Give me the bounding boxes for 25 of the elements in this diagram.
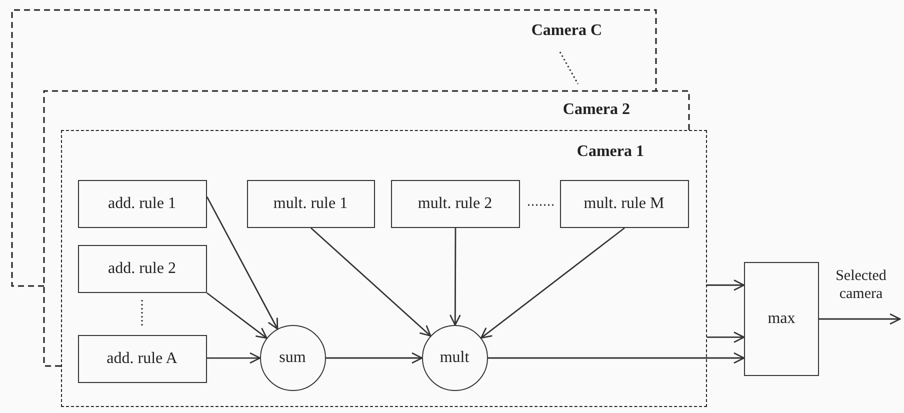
arrow [449,228,461,326]
operator-label: sum [279,348,306,366]
box-label: add. rule 2 [108,260,176,278]
arrow [310,227,432,337]
arrow [488,352,745,364]
arrow [707,279,745,291]
arrow [207,352,261,364]
box-label: max [768,310,796,328]
box-label: mult. rule 1 [273,194,348,212]
arrow [206,292,268,339]
arrow [326,352,423,364]
box-label: add. rule 1 [108,194,176,212]
box-label: mult. rule M [584,194,664,212]
arrow [707,332,745,343]
frame-title: Camera 2 [562,101,630,119]
arrow [206,196,278,330]
operator-label: mult [440,348,470,366]
arrow [819,313,901,325]
box-label: add. rule A [106,350,178,368]
box-label: mult. rule 2 [418,194,492,212]
frame-title: Camera C [531,22,602,40]
camera-frame [61,130,707,407]
operator-circle [422,324,488,390]
frame-title: Camera 1 [576,143,644,161]
arrow [480,227,625,339]
